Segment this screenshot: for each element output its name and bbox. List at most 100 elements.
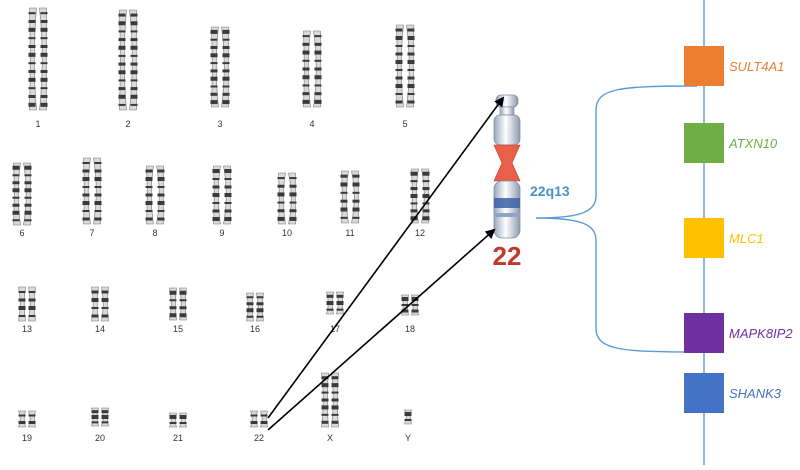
chromosome-band bbox=[169, 306, 177, 310]
chromosome-band bbox=[302, 59, 310, 62]
chromosome-band bbox=[260, 421, 268, 424]
chromosome-band bbox=[169, 422, 177, 424]
chromosome-band bbox=[250, 414, 258, 417]
chromosome-band bbox=[210, 38, 218, 41]
chromosome-pair-22: 22 bbox=[250, 410, 268, 443]
chromosome-band bbox=[224, 185, 232, 189]
chromosome-band bbox=[222, 38, 230, 41]
chromosome-band bbox=[28, 95, 36, 98]
chromosome-band bbox=[302, 92, 310, 96]
chromosome-band bbox=[130, 62, 138, 66]
chromosome-band bbox=[224, 209, 232, 213]
chromosome-label-4: 4 bbox=[309, 119, 314, 129]
chromosome-pair-1: 1 bbox=[28, 7, 48, 129]
chromosome-band bbox=[302, 50, 310, 55]
chromosome-band bbox=[18, 421, 26, 424]
chromosome-band bbox=[411, 304, 419, 306]
chromosome-band bbox=[407, 28, 415, 32]
chromosome-pair-19: 19 bbox=[18, 410, 36, 443]
chromosome-band bbox=[40, 12, 48, 15]
chromosome-band bbox=[28, 70, 36, 73]
chromosome-band bbox=[302, 84, 310, 87]
chromosome-band bbox=[224, 178, 232, 180]
chromatid bbox=[28, 286, 36, 322]
chromosome-band bbox=[82, 217, 90, 221]
chromosome-band bbox=[28, 414, 36, 417]
chromosome-band bbox=[256, 296, 264, 299]
chromosome-band bbox=[331, 398, 339, 402]
chromosome-band bbox=[321, 391, 329, 394]
chromosome-band bbox=[289, 216, 297, 221]
chromosome-band bbox=[179, 422, 187, 424]
chromosome-band bbox=[321, 420, 329, 424]
chromosome-band bbox=[302, 42, 310, 46]
chromosome-band bbox=[169, 313, 177, 318]
chromosome-band bbox=[118, 38, 126, 42]
gene-label-mlc1: MLC1 bbox=[729, 231, 764, 246]
chromosome-band bbox=[395, 84, 403, 88]
chromosome-band bbox=[28, 27, 36, 32]
chromosome-band bbox=[101, 415, 109, 419]
chromosome-band bbox=[118, 21, 126, 26]
chromosome-22-q-arm bbox=[493, 180, 521, 239]
chromosome-band bbox=[411, 309, 419, 313]
chromosome-pair-16: 16 bbox=[246, 292, 264, 334]
chromosome-band bbox=[91, 415, 99, 419]
chromosome-band bbox=[118, 45, 126, 50]
chromosome-band bbox=[277, 201, 285, 204]
chromosome-band bbox=[352, 216, 360, 219]
chromosome-band bbox=[157, 169, 165, 173]
chromosome-band bbox=[18, 414, 26, 417]
chromosome-band bbox=[210, 100, 218, 105]
chromosome-22-stalk bbox=[499, 106, 515, 116]
chromosome-band bbox=[250, 421, 258, 424]
chromosome-band bbox=[82, 193, 90, 197]
chromosome-band bbox=[256, 308, 264, 313]
chromosome-band bbox=[331, 383, 339, 388]
chromosome-band bbox=[302, 67, 310, 71]
chromosome-band bbox=[422, 180, 430, 183]
chromosome-band bbox=[169, 299, 177, 302]
chromosome-22-band bbox=[494, 198, 520, 208]
gene-marker-atxn10 bbox=[684, 123, 724, 163]
chromatid bbox=[83, 157, 91, 225]
chromosome-band bbox=[157, 217, 165, 221]
chromosome-band bbox=[302, 35, 310, 38]
chromosome-band bbox=[224, 193, 232, 197]
chromosome-band bbox=[40, 70, 48, 73]
chromosome-band bbox=[314, 35, 322, 38]
chromosome-band bbox=[130, 54, 138, 57]
chromatid bbox=[23, 162, 31, 226]
chromosome-band bbox=[256, 302, 264, 306]
chromosome-band bbox=[340, 182, 348, 187]
chromosome-band bbox=[410, 187, 418, 191]
chromosome-label-x: X bbox=[327, 433, 333, 443]
chromosome-band bbox=[179, 313, 187, 318]
chromosome-band bbox=[289, 177, 297, 180]
chromosome-band bbox=[277, 184, 285, 188]
chromosome-band bbox=[331, 376, 339, 380]
chromosome-band bbox=[222, 53, 230, 58]
chromosome-band bbox=[118, 30, 126, 33]
chromosome-band bbox=[179, 415, 187, 419]
chromosome-band bbox=[395, 52, 403, 56]
chromatid bbox=[288, 172, 296, 225]
chromosome-band bbox=[82, 177, 90, 181]
chromosome-band bbox=[222, 46, 230, 49]
chromosome-band bbox=[224, 202, 232, 204]
chromosome-label-15: 15 bbox=[173, 324, 183, 334]
chromosome-band bbox=[210, 92, 218, 96]
chromosome-22-satellite bbox=[495, 94, 519, 108]
chromosome-band bbox=[277, 177, 285, 180]
chromosome-band bbox=[395, 45, 403, 47]
chromosome-band bbox=[157, 186, 165, 188]
gene-label-atxn10: ATXN10 bbox=[728, 136, 778, 151]
chromosome-band bbox=[321, 405, 329, 410]
chromosome-band bbox=[407, 60, 415, 64]
chromosome-band bbox=[407, 69, 415, 71]
chromosome-band bbox=[212, 185, 220, 189]
chromosome-pair-10: 10 bbox=[277, 172, 297, 238]
gene-marker-shank3 bbox=[684, 373, 724, 413]
chromosome-band bbox=[179, 306, 187, 310]
